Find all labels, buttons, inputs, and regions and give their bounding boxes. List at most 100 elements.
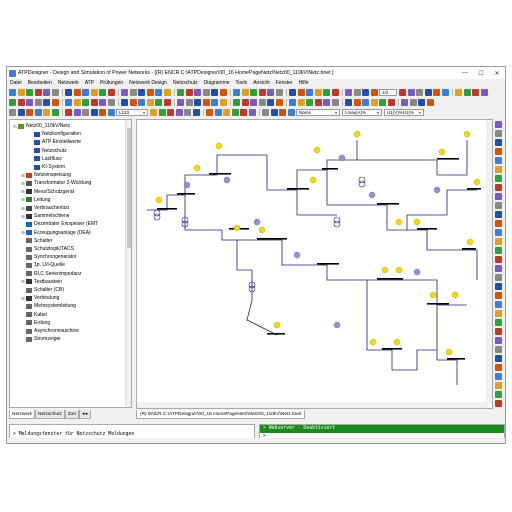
busbar[interactable] (209, 173, 231, 175)
network-tool-icon[interactable] (51, 98, 59, 106)
main-tool-icon[interactable] (73, 88, 81, 96)
tree-item[interactable]: ⊞Sammelschiene (10, 212, 69, 220)
main-tool-icon[interactable] (241, 88, 249, 96)
format-extra-tool-icon[interactable] (287, 108, 295, 116)
main-extra-tool-icon[interactable] (472, 88, 479, 96)
format-tool-icon[interactable] (65, 108, 72, 116)
tree-item[interactable]: ⊞Verbraucherlast (10, 204, 69, 212)
load-node[interactable] (381, 266, 389, 274)
main-extra-tool-icon[interactable] (433, 88, 440, 96)
busbar[interactable] (447, 358, 465, 360)
main-tool-icon[interactable] (194, 88, 201, 96)
load-node[interactable] (155, 196, 163, 204)
load-node[interactable] (445, 348, 453, 356)
tree-item[interactable]: Erdung (10, 319, 50, 327)
network-tool-icon[interactable] (250, 98, 257, 106)
side-tool-icon[interactable] (495, 148, 502, 155)
network-tool-icon[interactable] (194, 98, 201, 106)
format-tool-icon[interactable] (107, 108, 115, 116)
network-tool-icon[interactable] (211, 98, 218, 106)
network-tool-icon[interactable] (353, 98, 361, 106)
format-tool-icon[interactable] (34, 108, 42, 116)
side-tool-icon[interactable] (495, 184, 502, 191)
main-extra-tool-icon[interactable] (441, 88, 449, 96)
network-tool-icon[interactable] (17, 98, 25, 106)
network-connection-line[interactable] (216, 154, 297, 191)
main-tool-icon[interactable] (267, 88, 274, 96)
side-tool-icon[interactable] (495, 328, 502, 335)
expand-toggle-icon[interactable]: ⊞ (21, 295, 25, 301)
main-tool-icon[interactable] (219, 88, 227, 96)
generator-node[interactable] (368, 191, 376, 199)
voltage-select[interactable]: U1(V)%U1(%▾ (384, 108, 424, 116)
left-panel-tab[interactable]: ◂ ▸ (79, 410, 92, 419)
network-tool-icon[interactable] (146, 98, 154, 106)
format-extra-tool-icon[interactable] (206, 108, 213, 116)
menu-item[interactable]: Hilfe (298, 80, 309, 86)
main-tool-icon[interactable] (331, 88, 339, 96)
network-canvas[interactable] (136, 119, 493, 409)
main-tool-icon[interactable] (306, 88, 313, 96)
main-tool-icon[interactable] (65, 88, 72, 96)
busbar[interactable] (177, 193, 195, 195)
expand-toggle-icon[interactable]: ⊞ (21, 172, 25, 178)
busbar[interactable] (467, 188, 481, 190)
main-extra-tool-icon[interactable] (424, 88, 432, 96)
network-connection-line[interactable] (437, 140, 468, 176)
network-tool-icon[interactable] (275, 98, 283, 106)
main-tool-icon[interactable] (34, 88, 42, 96)
main-tool-icon[interactable] (17, 88, 25, 96)
side-tool-icon[interactable] (495, 337, 502, 344)
expand-toggle-icon[interactable]: ⊞ (21, 230, 25, 236)
load-node[interactable] (309, 176, 317, 184)
busbar[interactable] (267, 333, 285, 335)
network-tool-icon[interactable] (138, 98, 145, 106)
tree-item[interactable]: Netzschutz (10, 147, 67, 155)
transformer-winding[interactable] (153, 209, 161, 217)
network-connection-line[interactable] (467, 249, 478, 280)
main-tool-icon[interactable] (211, 88, 218, 96)
network-connection-line[interactable] (281, 240, 392, 281)
load-node[interactable] (395, 266, 403, 274)
menu-item[interactable]: Fenster (275, 80, 293, 86)
tree-item[interactable]: ⊞Transformator 2-Wicklung (10, 179, 91, 187)
left-panel-tab[interactable]: Zon (64, 410, 80, 419)
busbar[interactable] (437, 158, 459, 160)
main-extra-tool-icon[interactable] (463, 88, 471, 96)
side-tool-icon[interactable] (495, 229, 502, 236)
network-tool-icon[interactable] (90, 98, 98, 106)
busbar[interactable] (417, 228, 437, 230)
tree-item[interactable]: Schalter (10, 237, 52, 245)
load-node[interactable] (438, 148, 446, 156)
load-node[interactable] (413, 218, 421, 226)
main-tool-icon[interactable] (250, 88, 257, 96)
format-tool-icon[interactable] (17, 108, 25, 116)
side-tool-icon[interactable] (495, 319, 502, 326)
main-tool-icon[interactable] (345, 88, 352, 96)
expand-toggle-icon[interactable]: ⊞ (21, 180, 25, 186)
network-tool-icon[interactable] (331, 98, 339, 106)
menu-item[interactable]: Ansicht (253, 80, 270, 86)
transformer-winding[interactable] (248, 281, 256, 289)
busbar[interactable] (427, 303, 449, 305)
side-tool-icon[interactable] (495, 310, 502, 317)
menu-item[interactable]: Tools (235, 80, 248, 86)
network-tool-icon[interactable] (267, 98, 274, 106)
load-node[interactable] (466, 238, 474, 246)
network-tool-icon[interactable] (129, 98, 137, 106)
network-tool-icon[interactable] (401, 98, 408, 106)
transformer-winding[interactable] (333, 216, 341, 224)
network-tool-icon[interactable] (379, 98, 386, 106)
format-extra-tool-icon[interactable] (175, 108, 183, 116)
format-extra-tool-icon[interactable] (270, 108, 278, 116)
tree-item[interactable]: Schalter (CB) (10, 286, 64, 294)
generator-node[interactable] (223, 176, 231, 184)
format-extra-tool-icon[interactable] (262, 108, 269, 116)
network-connection-line[interactable] (407, 229, 467, 251)
side-tool-icon[interactable] (495, 274, 502, 281)
format-tool-icon[interactable] (73, 108, 81, 116)
generator-node[interactable] (183, 181, 191, 189)
tree-item[interactable]: ATP Einstellwerte (10, 138, 81, 146)
generator-node[interactable] (333, 321, 341, 329)
tree-item[interactable]: Lastfluss (10, 155, 62, 163)
